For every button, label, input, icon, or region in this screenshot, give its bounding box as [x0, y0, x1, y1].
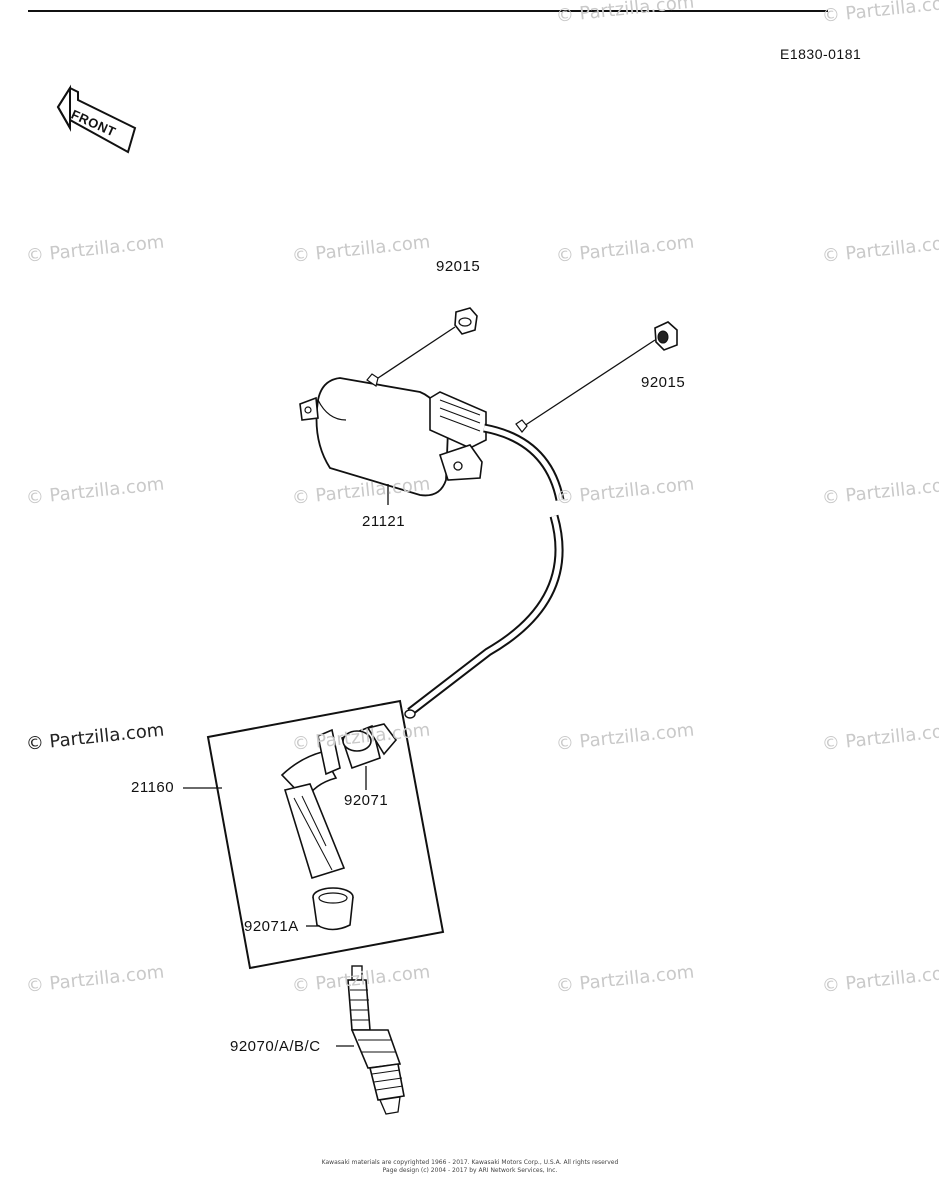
seal-92071A-drawing — [312, 887, 354, 931]
diagram-code: E1830-0181 — [780, 46, 862, 62]
part-label-plug-cap[interactable]: 21160 — [131, 779, 175, 796]
plug-cap-assembly-frame — [206, 699, 445, 970]
part-label-seal-upper[interactable]: 92071 — [344, 792, 389, 809]
leader-nut-left — [371, 326, 456, 383]
leader-nut-right — [523, 339, 656, 427]
part-label-seal-lower[interactable]: 92071A — [244, 918, 299, 935]
part-label-spark-plug[interactable]: 92070/A/B/C — [230, 1038, 321, 1055]
nut-92015-right — [654, 321, 678, 351]
spark-plug-drawing — [347, 965, 405, 1115]
part-label-ignition-coil[interactable]: 21121 — [362, 513, 406, 530]
copyright-line-1: Kawasaki materials are copyrighted 1966 … — [321, 1159, 619, 1166]
nut-92015-left — [454, 307, 478, 335]
ignition-coil-drawing — [299, 373, 528, 497]
part-label-nut-left[interactable]: 92015 — [436, 258, 481, 275]
seal-92071-drawing — [341, 723, 398, 770]
copyright-line-2: Page design (c) 2004 - 2017 by ARI Netwo… — [382, 1167, 558, 1174]
high-tension-cable — [404, 423, 565, 719]
front-arrow-icon — [56, 84, 137, 154]
plug-cap-drawing — [280, 728, 346, 880]
part-label-nut-right[interactable]: 92015 — [641, 374, 686, 391]
